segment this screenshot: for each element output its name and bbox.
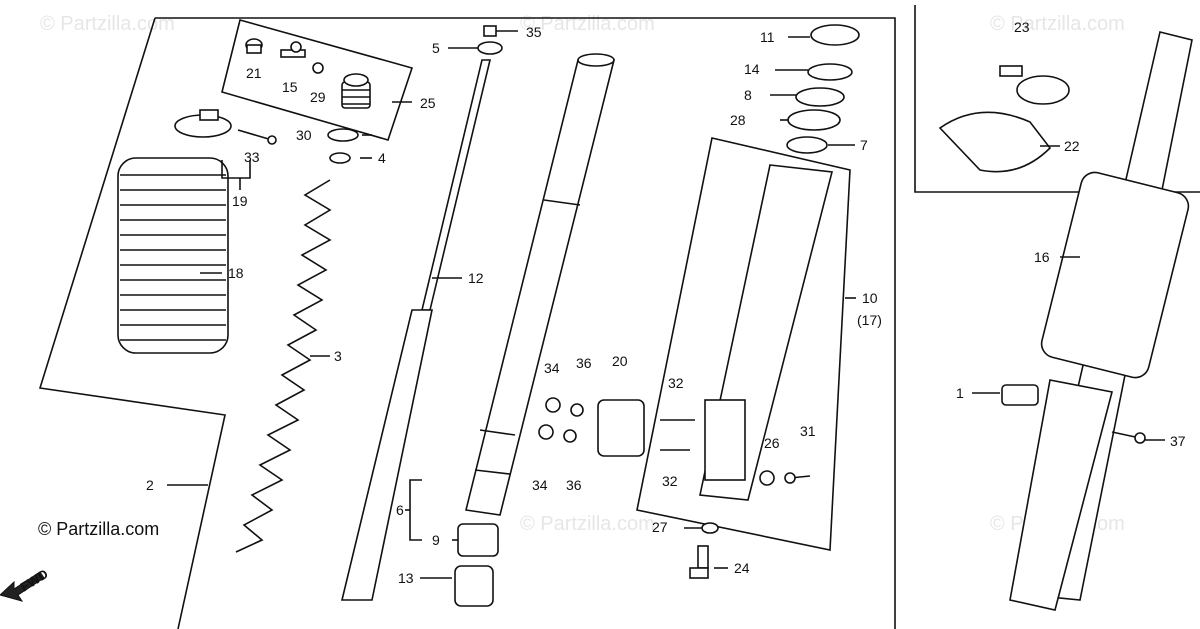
part-5-washer [477, 41, 503, 55]
part-25-fork-bolt [341, 73, 371, 109]
callout-11: 11 [760, 29, 775, 45]
callout-14: 14 [744, 61, 760, 77]
part-group-10-box [636, 137, 851, 551]
assembled-fork [1009, 31, 1193, 611]
callout-34: 34 [544, 360, 560, 376]
fwd-arrow: FWD [0, 566, 51, 602]
callout-31: 31 [800, 423, 816, 439]
part-1-guide [1001, 384, 1039, 406]
part-13-bushing [454, 565, 494, 607]
copyright-text: © Partzilla.com [38, 519, 159, 539]
part-group-25-box [221, 19, 414, 141]
part-34-nut [538, 424, 554, 440]
callout-19: 19 [232, 193, 248, 209]
part-11-dust-seal [810, 24, 860, 46]
part-36-washer [570, 403, 584, 417]
callout-7: 7 [860, 137, 868, 153]
callout-26: 26 [764, 435, 780, 451]
part-20-axle-holder [597, 399, 645, 457]
part-12-damper-rod [340, 59, 492, 601]
part-22-cover [938, 111, 1052, 173]
callout-25: 25 [420, 95, 436, 111]
callout-16: 16 [1034, 249, 1050, 265]
part-8-oil-seal [795, 87, 845, 107]
callout-27: 27 [652, 519, 668, 535]
part-37-bolt [1111, 431, 1146, 444]
part-21-cap [245, 38, 263, 54]
callout-6: 6 [396, 502, 404, 518]
part-36-washer [563, 429, 577, 443]
part-27-washer [701, 522, 719, 534]
part-4-seat [329, 152, 351, 164]
callout-35: 35 [526, 24, 542, 40]
callout-36: 36 [576, 355, 592, 371]
part-32-stud [660, 419, 695, 451]
callout-10: 10 [862, 290, 878, 306]
part-10-fork-slider [699, 164, 834, 501]
part-3-spring [235, 179, 332, 553]
callout-2: 2 [146, 477, 154, 493]
main-frame-outline [155, 17, 896, 629]
part-14-clip [807, 63, 853, 81]
part-9-bushing [457, 523, 499, 557]
callout-12: 12 [468, 270, 484, 286]
callout-4: 4 [378, 150, 386, 166]
part-23-clamp [999, 65, 1070, 105]
watermark: © Partzilla.com [40, 13, 175, 35]
watermark: © Partzilla.com [520, 513, 655, 535]
part-24-drain-bolt [689, 545, 709, 579]
callout-37: 37 [1170, 433, 1186, 449]
callout-28: 28 [730, 112, 746, 128]
callout-13: 13 [398, 570, 414, 586]
part-6-fork-tube [465, 53, 616, 516]
part-34-nut [545, 397, 561, 413]
callout-34: 34 [532, 477, 548, 493]
callout-32: 32 [668, 375, 684, 391]
callout-1: 1 [956, 385, 964, 401]
callout-20: 20 [612, 353, 628, 369]
callouts: 35 5 11 14 8 28 7 10 (17) 12 3 18 19 33 … [146, 19, 1186, 586]
callout-21: 21 [246, 65, 262, 81]
fwd-label: FWD [18, 566, 51, 594]
callout-32: 32 [662, 473, 678, 489]
part-35-nut [483, 25, 497, 37]
part-7-bushing [786, 136, 828, 154]
leader-lines [167, 30, 1165, 579]
part-19-band [174, 109, 232, 138]
callout-9: 9 [432, 532, 440, 548]
part-26-washer [759, 470, 775, 486]
part-31-bolt [784, 472, 811, 484]
part-28-washer [787, 109, 841, 131]
callout-8: 8 [744, 87, 752, 103]
callout-18: 18 [228, 265, 244, 281]
watermark: © Partzilla.com [990, 13, 1125, 35]
part-15-valve [280, 41, 306, 58]
callout-17: (17) [857, 312, 882, 328]
callout-22: 22 [1064, 138, 1080, 154]
callout-15: 15 [282, 79, 298, 95]
part-18-boot [117, 157, 229, 354]
part-33-bolt [237, 129, 277, 145]
main-frame-outline-left [38, 17, 226, 629]
callout-30: 30 [296, 127, 312, 143]
callout-33: 33 [244, 149, 260, 165]
callout-36: 36 [566, 477, 582, 493]
callout-3: 3 [334, 348, 342, 364]
callout-23: 23 [1014, 19, 1030, 35]
part-29-oring [312, 62, 324, 74]
callout-29: 29 [310, 89, 326, 105]
callout-24: 24 [734, 560, 750, 576]
part-30-washer [327, 128, 359, 142]
callout-5: 5 [432, 40, 440, 56]
